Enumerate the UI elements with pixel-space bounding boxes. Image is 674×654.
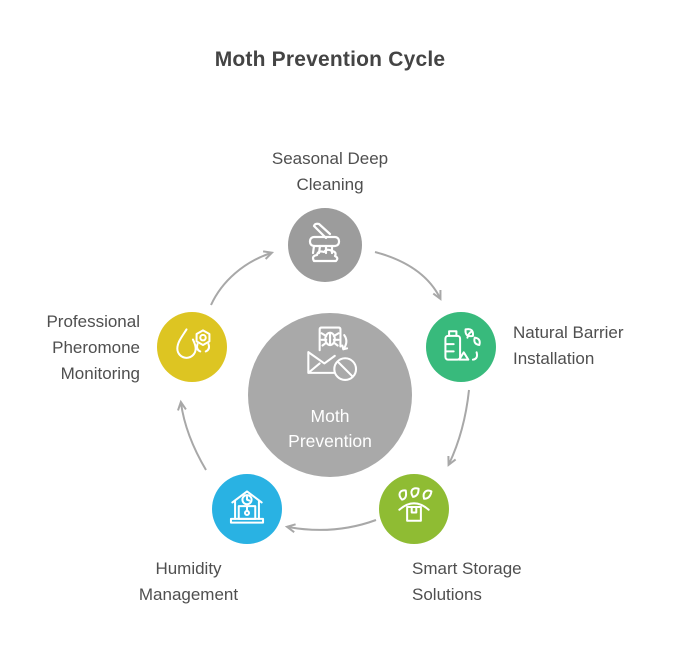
label-professional-pheromone-monitoring: Professional Pheromone Monitoring: [46, 312, 140, 383]
label-humidity-management: Humidity Management: [138, 559, 239, 604]
arrow-cleaning-to-barrier-icon: [374, 251, 442, 301]
droplet-nut-icon: [170, 323, 214, 372]
moth-prevention-icon: [297, 320, 365, 388]
node-natural-barrier-installation: [426, 312, 496, 382]
arrow-barrier-to-storage-icon: [447, 389, 470, 467]
storage-box-icon: [392, 485, 436, 534]
node-seasonal-deep-cleaning: [288, 208, 362, 282]
diagram-title: Moth Prevention Cycle: [214, 48, 446, 71]
node-smart-storage-solutions: [379, 474, 449, 544]
arrow-humidity-to-pheromone-icon: [177, 399, 207, 471]
label-natural-barrier-installation: Natural Barrier Installation: [513, 323, 624, 368]
label-smart-storage-solutions: Smart Storage Solutions: [412, 559, 522, 604]
node-humidity-management: [212, 474, 282, 544]
label-seasonal-deep-cleaning: Seasonal Deep Cleaning: [271, 149, 389, 194]
clock-house-icon: [225, 485, 269, 534]
arrow-storage-to-humidity-icon: [284, 519, 377, 533]
center-hub-label: Moth Prevention: [288, 406, 372, 451]
herbal-bottle-icon: [439, 323, 483, 372]
node-professional-pheromone-monitoring: [157, 312, 227, 382]
arrow-pheromone-to-cleaning-icon: [210, 250, 275, 306]
cleaning-brush-icon: [301, 219, 349, 272]
